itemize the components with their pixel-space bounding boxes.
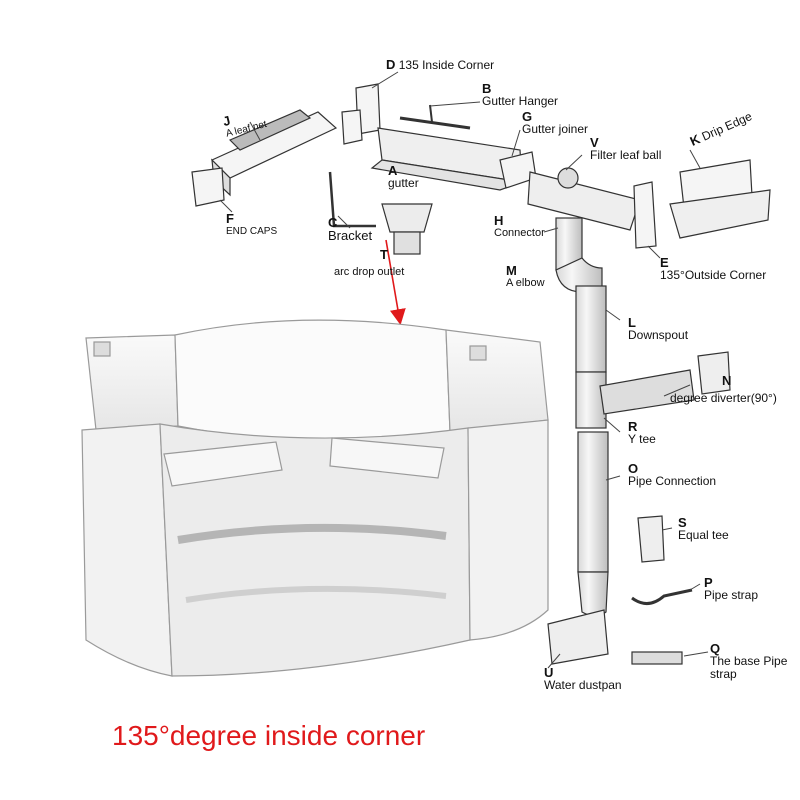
downspout-drawing	[555, 217, 609, 617]
red-pointer-arrow	[385, 239, 406, 326]
product-caption: 135°degree inside corner	[112, 720, 426, 751]
outside-corner-drawing	[633, 181, 657, 249]
inside-corner-closeup	[81, 319, 549, 677]
equal-tee-drawing	[637, 515, 665, 563]
bracket-drawing	[328, 171, 376, 228]
end-caps-drawing	[191, 167, 225, 207]
label-t: T arc drop outlet	[334, 247, 405, 278]
diverter-drawing	[599, 351, 731, 415]
label-d: D 135 Inside Corner	[386, 57, 495, 72]
drop-outlet-drawing	[381, 203, 433, 255]
filter-leaf-ball-drawing	[527, 167, 641, 231]
water-dustpan-drawing	[547, 609, 609, 665]
pipe-strap-drawing	[631, 588, 693, 605]
label-n: N degree diverter(90°)	[670, 373, 777, 405]
base-pipe-strap-drawing	[631, 651, 683, 665]
